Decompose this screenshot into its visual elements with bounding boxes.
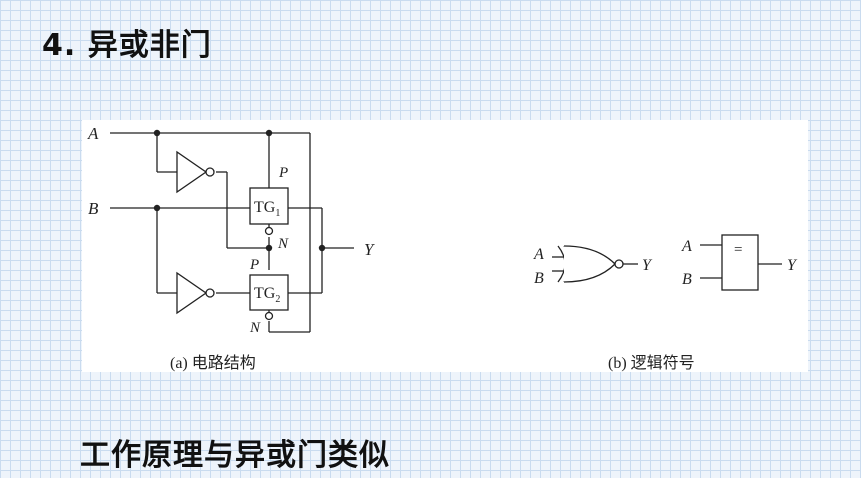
tg1-n-label: N (277, 236, 289, 252)
tg2-box (249, 274, 289, 311)
tg2-p-label: P (249, 257, 259, 273)
xnor-box-symbol (700, 234, 782, 291)
inverter-2 (176, 271, 215, 315)
box-a-label: A (681, 238, 692, 255)
tg1-box (249, 187, 289, 225)
tg1-label: TG1 (254, 199, 280, 219)
tg2-n-label: N (249, 320, 261, 336)
tg2-n-bubble (264, 311, 274, 321)
box-y-label: Y (787, 257, 798, 274)
symbol-y-label: Y (642, 257, 653, 274)
circuit-wires (110, 132, 354, 333)
symbol-a-label: A (533, 246, 544, 263)
inverter-1 (176, 150, 215, 194)
slide-title: 4. 异或非门 (42, 28, 212, 63)
slide-subtitle: 工作原理与异或门类似 (80, 438, 390, 473)
tg2-label: TG2 (254, 285, 280, 305)
label-b: B (88, 199, 99, 218)
circuit-caption: (a) 电路结构 (170, 354, 256, 372)
junction-dots (153, 129, 326, 252)
symbol-b-label: B (534, 270, 544, 287)
symbol-caption: (b) 逻辑符号 (608, 354, 695, 372)
figure-panel: A B Y TG1 TG2 P N P N (a) 电路结构 (82, 120, 808, 372)
label-a: A (87, 124, 99, 143)
xnor-gate-symbol (552, 245, 638, 283)
xnor-diagram: A B Y TG1 TG2 P N P N (a) 电路结构 (87, 124, 798, 372)
tg1-p-label: P (278, 165, 288, 181)
box-b-label: B (682, 271, 692, 288)
tg1-n-bubble (264, 226, 274, 236)
box-gate-text: = (734, 242, 742, 258)
label-y: Y (364, 240, 375, 259)
